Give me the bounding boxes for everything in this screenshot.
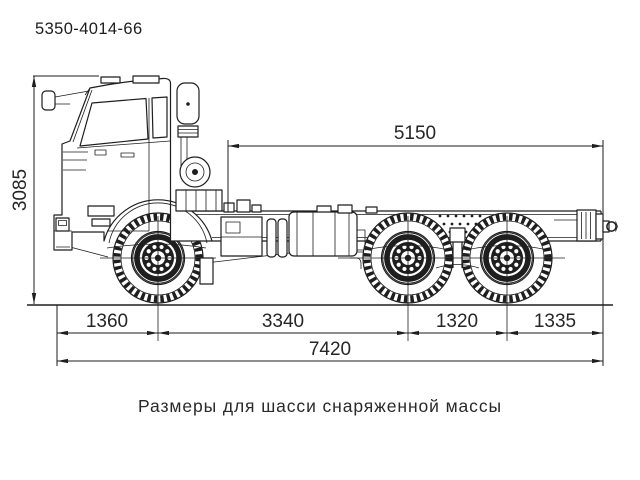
air-cleaner (179, 156, 211, 188)
cab (41, 75, 213, 251)
door-handle (94, 149, 107, 156)
door-window (79, 97, 149, 147)
gearbox (175, 189, 223, 212)
battery-box (220, 216, 263, 257)
headlight (55, 217, 70, 232)
dimension-overall-height: 3085 (10, 76, 37, 304)
dimension-overall-length: 7420 (57, 339, 603, 364)
bumper-seams (54, 230, 72, 248)
dim-label-rear-overhang: 1335 (534, 311, 576, 332)
dim-label-overall-length: 7420 (309, 339, 351, 360)
centerlines (100, 216, 565, 341)
dimension-frame-length: 5150 (228, 123, 603, 149)
rear-hitch (576, 209, 618, 242)
air-tanks (266, 218, 288, 258)
dim-label-overall-height: 3085 (10, 169, 31, 211)
frame-top-equipment (223, 199, 378, 251)
air-intake-stack (176, 82, 200, 166)
dim-label-wheelbase-1: 3340 (262, 311, 304, 332)
door-seam (107, 98, 150, 232)
front-suspension (69, 243, 214, 285)
fender-inner-arc (108, 202, 208, 244)
dim-label-frame-length: 5150 (394, 123, 436, 144)
roof-vent (132, 75, 160, 84)
grille-lines (63, 151, 88, 171)
dimension-chain-row: 1360 3340 1320 1335 (57, 311, 603, 336)
a-pillar (72, 89, 93, 143)
front-mudflap (199, 257, 214, 285)
drawing-caption: Размеры для шасси снаряженной массы (138, 396, 502, 416)
cab-step (87, 205, 115, 217)
roof-hatch (100, 76, 121, 84)
fuel-tank (288, 205, 362, 269)
dim-label-wheelbase-2: 1320 (436, 311, 478, 332)
model-code-label: 5350-4014-66 (35, 20, 143, 38)
dimension-annotations: 3085 5150 1360 3340 (10, 75, 604, 366)
tow-hook-eye (606, 221, 617, 232)
rear-side-window (151, 96, 168, 139)
side-mirror (41, 90, 90, 111)
dim-label-front-overhang: 1360 (86, 311, 128, 332)
